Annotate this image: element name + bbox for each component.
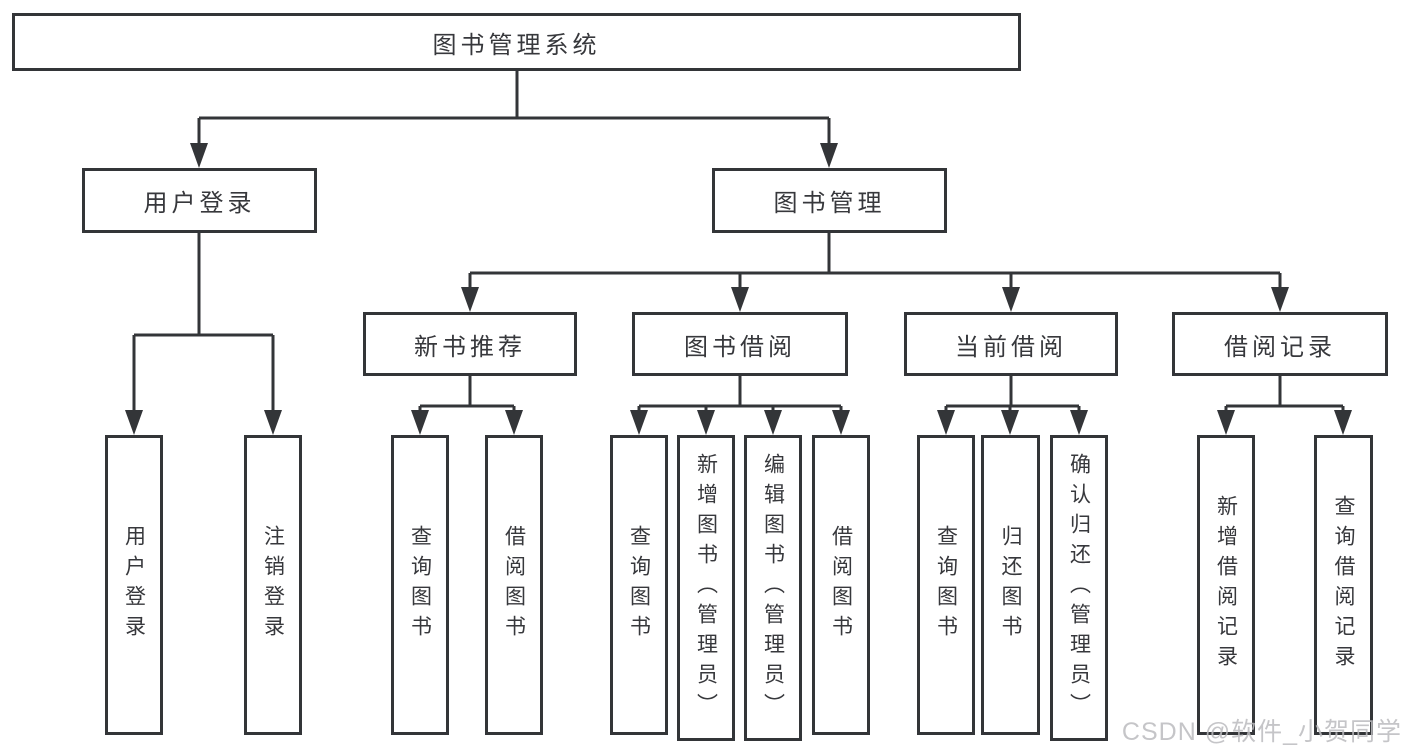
leaf-edit-books-admin: 编辑图书（管理员） <box>744 435 802 741</box>
node-current-borrowing-label: 当前借阅 <box>955 333 1067 361</box>
node-book-management: 图书管理 <box>712 168 947 233</box>
leaf-query-books-current-label: 查询图书 <box>934 525 958 645</box>
leaf-confirm-return-admin-label: 确认归还（管理员） <box>1067 453 1091 723</box>
leaf-borrow-books-borrowing-label: 借阅图书 <box>829 525 853 645</box>
leaf-add-borrow-record: 新增借阅记录 <box>1197 435 1255 735</box>
leaf-add-books-admin-label: 新增图书（管理员） <box>694 453 718 723</box>
leaf-user-login: 用户登录 <box>105 435 163 735</box>
leaf-query-borrow-record: 查询借阅记录 <box>1314 435 1373 735</box>
node-book-management-label: 图书管理 <box>773 190 886 217</box>
csdn-watermark: CSDN @软件_小贺同学 <box>1121 718 1402 746</box>
leaf-borrow-books-borrowing: 借阅图书 <box>812 435 870 735</box>
leaf-return-books-label: 归还图书 <box>999 525 1022 645</box>
arrowheads <box>125 143 1352 435</box>
leaf-query-borrow-record-label: 查询借阅记录 <box>1332 495 1355 675</box>
leaf-add-books-admin: 新增图书（管理员） <box>677 435 735 741</box>
leaf-edit-books-admin-label: 编辑图书（管理员） <box>761 453 785 723</box>
leaf-logout-login-label: 注销登录 <box>261 525 285 645</box>
node-library-system: 图书管理系统 <box>12 13 1021 71</box>
node-library-system-label: 图书管理系统 <box>432 31 601 59</box>
node-user-login-label: 用户登录 <box>143 190 256 217</box>
leaf-user-login-label: 用户登录 <box>122 525 146 645</box>
node-book-borrowing: 图书借阅 <box>632 312 848 376</box>
leaf-return-books: 归还图书 <box>981 435 1040 735</box>
leaf-logout-login: 注销登录 <box>244 435 302 735</box>
leaf-borrow-books-recommend-label: 借阅图书 <box>502 525 526 645</box>
leaf-query-books-borrowing: 查询图书 <box>610 435 668 735</box>
leaf-query-books-recommend-label: 查询图书 <box>408 525 432 645</box>
node-current-borrowing: 当前借阅 <box>904 312 1118 376</box>
leaf-borrow-books-recommend: 借阅图书 <box>485 435 543 735</box>
node-book-borrowing-label: 图书借阅 <box>684 333 796 361</box>
node-new-book-recommend-label: 新书推荐 <box>414 333 526 361</box>
leaf-query-books-current: 查询图书 <box>917 435 975 735</box>
leaf-add-borrow-record-label: 新增借阅记录 <box>1214 495 1238 675</box>
leaf-confirm-return-admin: 确认归还（管理员） <box>1050 435 1108 741</box>
leaf-query-books-borrowing-label: 查询图书 <box>627 525 651 645</box>
leaf-query-books-recommend: 查询图书 <box>391 435 449 735</box>
node-new-book-recommend: 新书推荐 <box>363 312 577 376</box>
node-borrowing-records: 借阅记录 <box>1172 312 1388 376</box>
node-user-login: 用户登录 <box>82 168 317 233</box>
node-borrowing-records-label: 借阅记录 <box>1224 333 1336 361</box>
